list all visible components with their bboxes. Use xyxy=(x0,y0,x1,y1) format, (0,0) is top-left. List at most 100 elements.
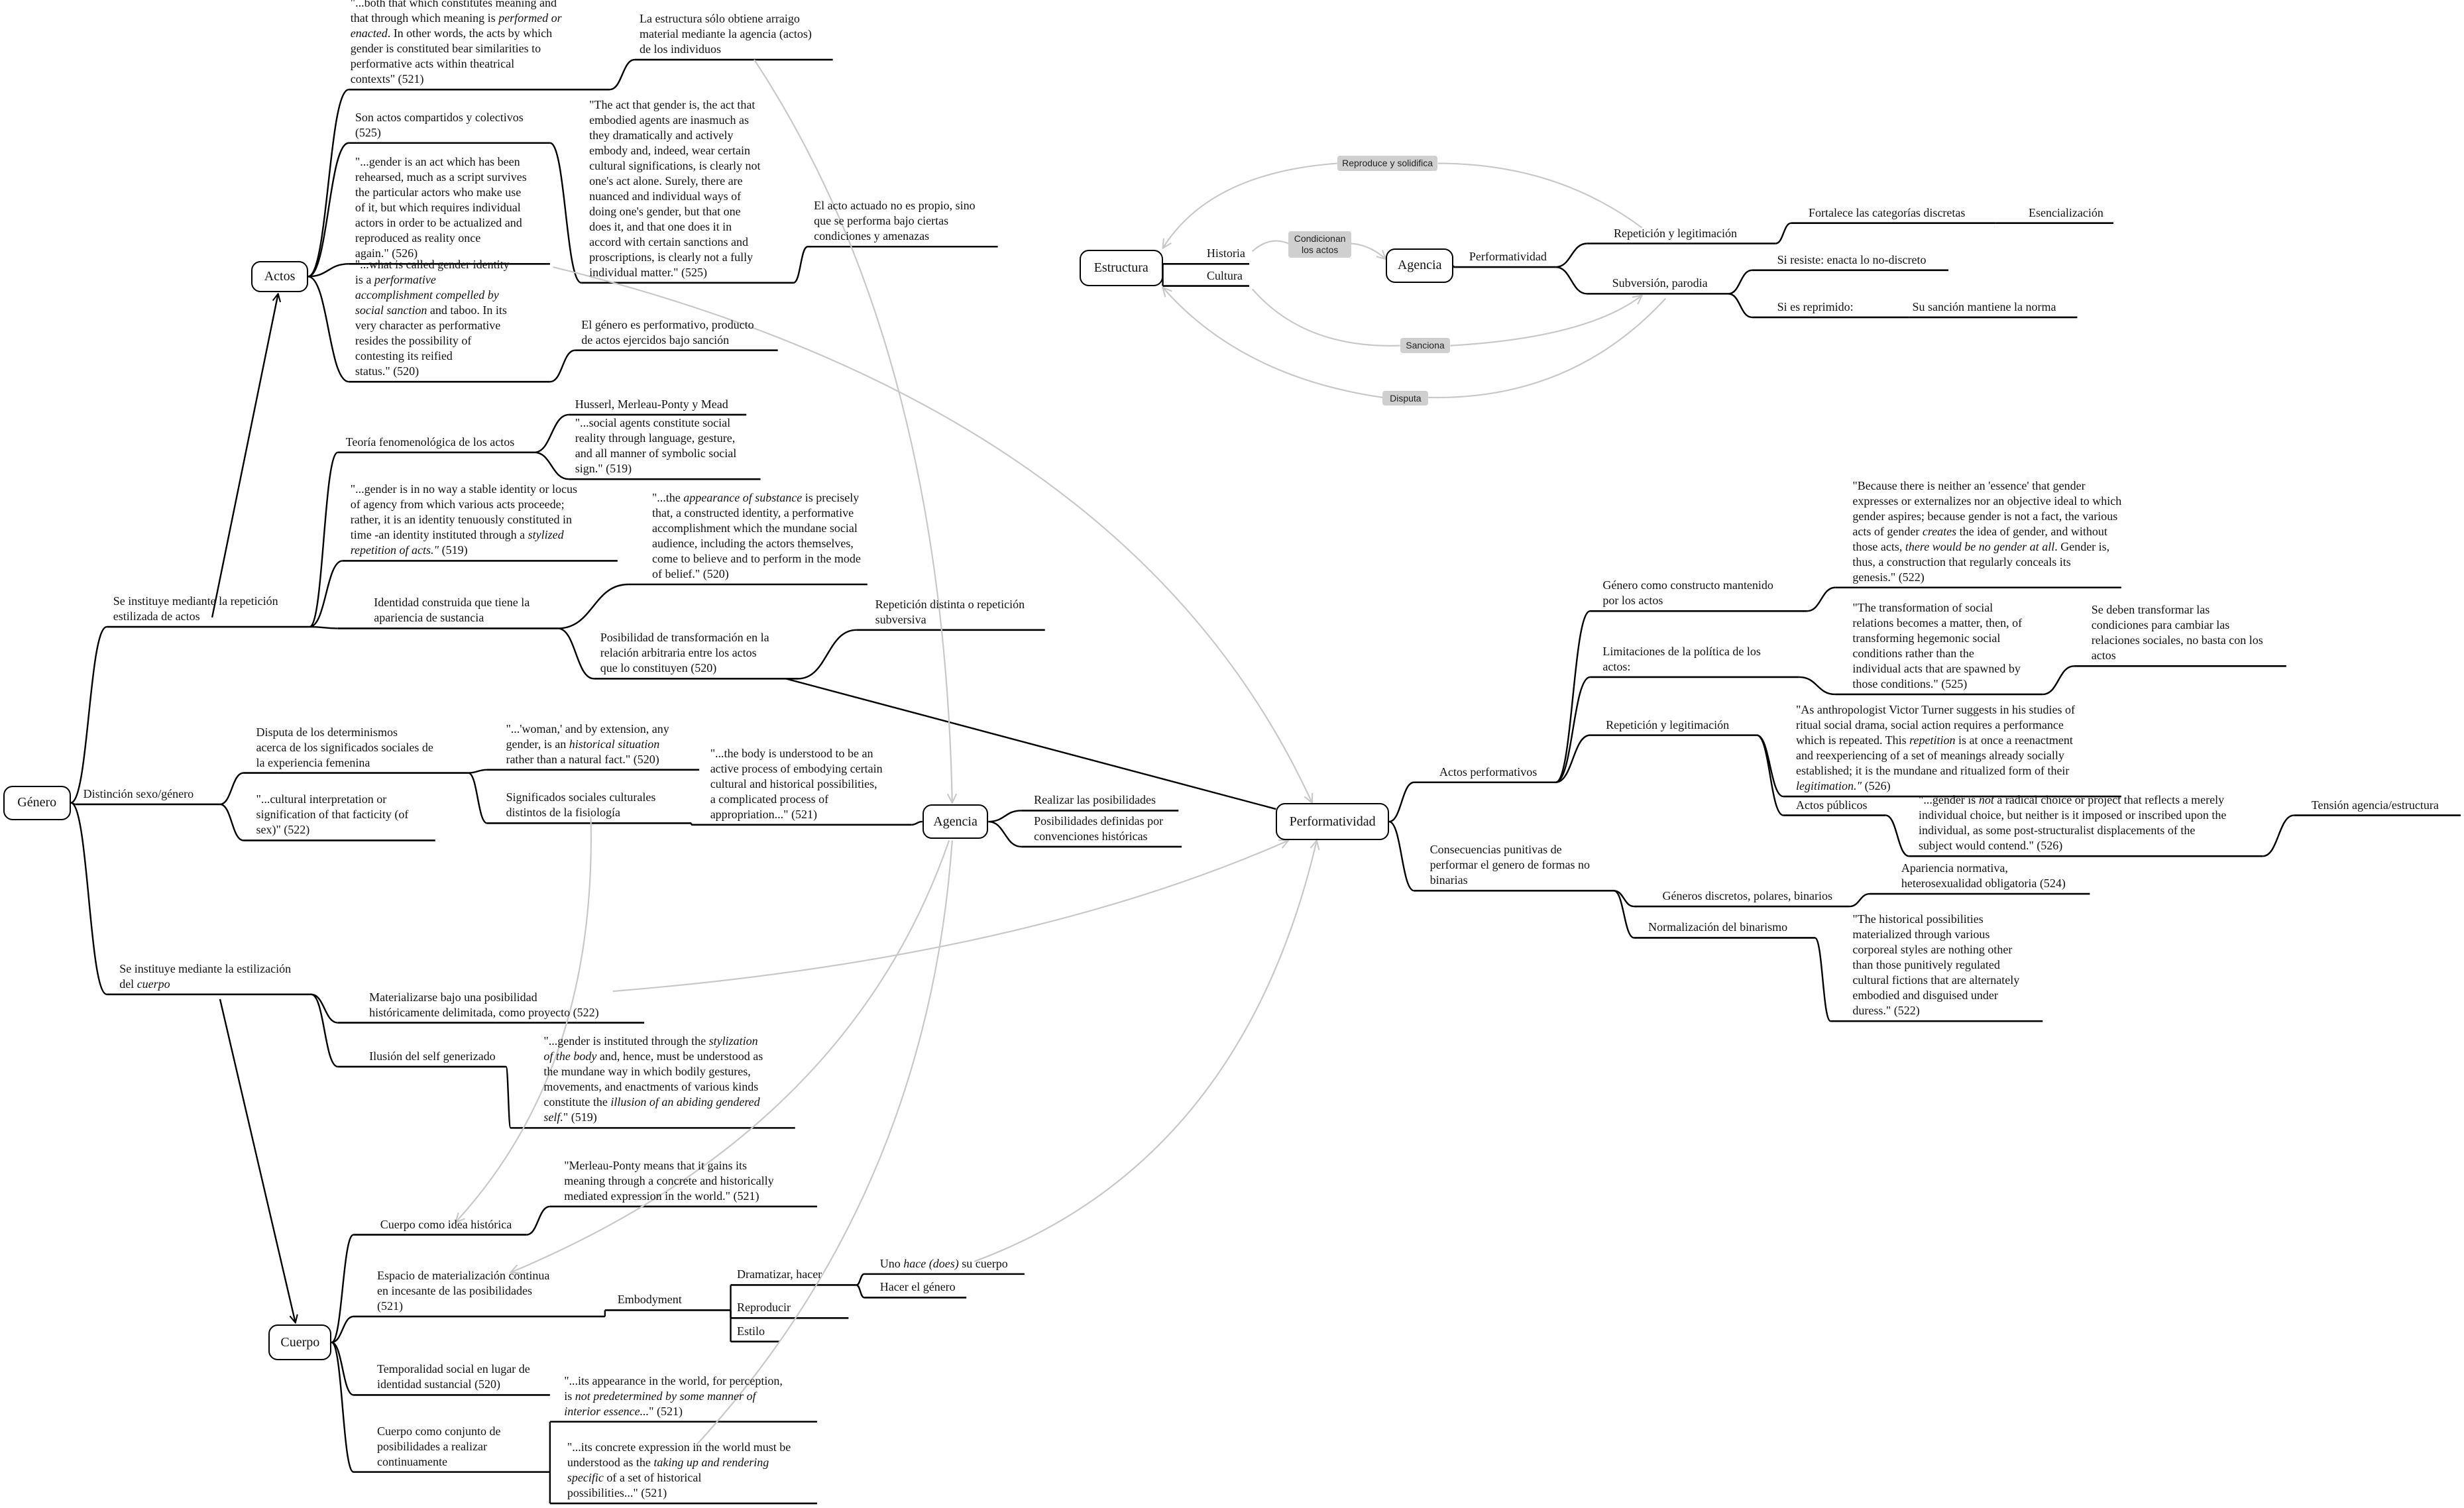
topic-a1c[interactable]: La estructura sólo obtiene arraigo mater… xyxy=(639,12,812,56)
topic-p2[interactable]: Consecuencias punitivas de performar el … xyxy=(1429,843,1591,887)
topic-c1a[interactable]: "Merleau-Ponty means that it gains its m… xyxy=(564,1158,774,1203)
branch-cuerpo-c4 xyxy=(331,1341,355,1473)
topic-a4[interactable]: "...what is called gender identity is a … xyxy=(355,258,510,378)
topic-a4c[interactable]: El género es performativo, producto de a… xyxy=(581,317,754,347)
topic-p2b[interactable]: Normalización del binarismo xyxy=(1648,920,1788,934)
topic-p1[interactable]: Actos performativos xyxy=(1439,765,1538,779)
branch-p1c-p1c1 xyxy=(1756,734,1784,798)
topic-p1c2[interactable]: Actos públicos xyxy=(1796,798,1868,812)
central-topic-actos[interactable]: Actos xyxy=(251,260,308,292)
central-topic-agencia2[interactable]: Agencia xyxy=(1386,248,1454,283)
branch-r1a-r1a1 xyxy=(1775,222,1792,244)
topic-p2b1[interactable]: "The historical possibilities materializ… xyxy=(1852,912,2020,1018)
topic-a1[interactable]: "...both that which constitutes meaning … xyxy=(350,0,562,86)
topic-c2a[interactable]: Embodyment xyxy=(617,1293,682,1307)
topic-p1c1[interactable]: "As anthropologist Victor Turner suggest… xyxy=(1796,703,2075,793)
topic-a3[interactable]: "...gender is an act which has been rehe… xyxy=(355,155,527,260)
topic-g3a[interactable]: Materializarse bajo una posibilidad hist… xyxy=(369,990,599,1019)
branch-r1b-r1b2 xyxy=(1728,293,1752,319)
relationship-label-sanciona[interactable]: Sanciona xyxy=(1400,337,1451,354)
central-topic-estructura[interactable]: Estructura xyxy=(1079,249,1163,286)
topic-c4[interactable]: Cuerpo como conjunto de posibilidades a … xyxy=(377,1424,501,1468)
emphasis: stylized repetition of acts." xyxy=(350,528,564,557)
topic-p1b1a[interactable]: Se deben transformar las condiciones par… xyxy=(2091,603,2263,663)
topic-c2a1[interactable]: Dramatizar, hacer xyxy=(736,1267,822,1281)
relation-repeticion-reproduce xyxy=(1437,162,1643,229)
central-topic-agencia[interactable]: Agencia xyxy=(922,804,989,839)
topic-ag2[interactable]: Posibilidades definidas por convenciones… xyxy=(1034,814,1164,843)
branch-a2c-a2cc xyxy=(793,246,809,284)
central-topic-genero[interactable]: Género xyxy=(3,785,71,820)
topic-g2a2[interactable]: Significados sociales culturales distint… xyxy=(506,790,656,820)
topic-r1b2[interactable]: Si es reprimido: xyxy=(1777,299,1854,313)
topic-c2[interactable]: Espacio de materialización continua en i… xyxy=(377,1268,550,1313)
topic-a2c[interactable]: "The act that gender is, the act that em… xyxy=(589,97,761,279)
topic-c4b[interactable]: "...its concrete expression in the world… xyxy=(567,1440,791,1500)
topic-e2[interactable]: Cultura xyxy=(1206,268,1243,282)
relationship-label-reproduce[interactable]: Reproduce y solidifica xyxy=(1337,155,1438,172)
topic-c2a3[interactable]: Estilo xyxy=(736,1324,765,1338)
branch-r1-r1b xyxy=(1555,266,1587,295)
branch-p1a-p1a1 xyxy=(1807,586,1836,612)
topic-t1b[interactable]: "...social agents constitute social real… xyxy=(575,416,737,476)
topic-c2a1b[interactable]: Hacer el género xyxy=(879,1280,956,1294)
relationship-label-condicionan[interactable]: Condicionan los actos xyxy=(1288,231,1352,258)
topic-c4a[interactable]: "...its appearance in the world, for per… xyxy=(564,1373,783,1418)
topic-g1c1[interactable]: "...the appearance of substance is preci… xyxy=(651,491,861,580)
topic-c1[interactable]: Cuerpo como idea histórica xyxy=(380,1217,512,1231)
relation-agencia-espacio xyxy=(511,840,950,1272)
topic-g2b[interactable]: "...cultural interpretation or significa… xyxy=(256,792,409,837)
topic-p1c[interactable]: Repetición y legitimación xyxy=(1606,718,1730,731)
topic-g3b[interactable]: Ilusión del self generizado xyxy=(369,1049,496,1063)
topic-r1a[interactable]: Repetición y legitimación xyxy=(1614,226,1737,240)
topic-g2a2a[interactable]: "...the body is understood to be an acti… xyxy=(710,746,883,821)
topic-r1b[interactable]: Subversión, parodia xyxy=(1612,276,1708,290)
topic-c2a1a[interactable]: Uno hace (does) su cuerpo xyxy=(879,1256,1008,1270)
central-topic-performatividad[interactable]: Performatividad xyxy=(1276,802,1389,841)
topic-c3[interactable]: Temporalidad social en lugar de identida… xyxy=(377,1362,530,1391)
relation-transformacion-performatividad xyxy=(785,678,1276,810)
topic-a2[interactable]: Son actos compartidos y colectivos (525) xyxy=(355,110,524,139)
topic-g1[interactable]: Se instituye mediante la repetición esti… xyxy=(113,594,278,623)
topic-e1[interactable]: Historia xyxy=(1206,246,1245,260)
topic-g2a1[interactable]: "...'woman,' and by extension, any gende… xyxy=(506,722,669,766)
relation-condicionan-agencia xyxy=(1351,242,1386,260)
topic-r1[interactable]: Performatividad xyxy=(1469,250,1547,264)
topic-p1b[interactable]: Limitaciones de la política de los actos… xyxy=(1602,644,1761,673)
topic-g1c[interactable]: Identidad construida que tiene la aparie… xyxy=(374,596,530,625)
branch-genero-g3 xyxy=(70,802,107,996)
topic-g2[interactable]: Distinción sexo/género xyxy=(83,786,194,800)
topic-p1c2a[interactable]: "...gender is not a radical choice or pr… xyxy=(1918,793,2227,853)
relationship-label-disputa[interactable]: Disputa xyxy=(1382,391,1429,405)
topic-p1b1[interactable]: "The transformation of social relations … xyxy=(1852,600,2023,690)
topic-ag1[interactable]: Realizar las posibilidades xyxy=(1034,793,1156,807)
topic-r1b2a[interactable]: Su sanción mantiene la norma xyxy=(1912,299,2056,313)
topic-g1b[interactable]: "...gender is in no way a stable identit… xyxy=(350,482,577,557)
topic-g1c2a[interactable]: Repetición distinta o repetición subvers… xyxy=(875,597,1025,626)
topic-a2cc[interactable]: El acto actuado no es propio, sino que s… xyxy=(814,199,976,243)
emphasis: legitimation." xyxy=(1796,779,1862,793)
topic-p1c2a1[interactable]: Tensión agencia/estructura xyxy=(2311,798,2439,812)
relation-estructura-agencia xyxy=(754,59,952,802)
branch-cuerpo-c2 xyxy=(331,1315,354,1344)
topic-r1a1[interactable]: Fortalece las categorías discretas xyxy=(1809,205,1966,219)
topic-t1a[interactable]: Husserl, Merleau-Ponty y Mead xyxy=(575,397,728,411)
topic-c2a2[interactable]: Reproducir xyxy=(736,1301,791,1315)
topic-g3b1[interactable]: "...gender is instituted through the sty… xyxy=(543,1034,763,1124)
topic-p1a1[interactable]: "Because there is neither an 'essence' t… xyxy=(1852,478,2122,584)
topic-r1b1[interactable]: Si resiste: enacta lo no-discreto xyxy=(1777,252,1927,266)
central-topic-cuerpo[interactable]: Cuerpo xyxy=(268,1324,332,1361)
branch-c2a1-c2a1a xyxy=(856,1273,865,1286)
branch-g3-g3b xyxy=(311,993,339,1068)
topic-p1a[interactable]: Género como constructo mantenido por los… xyxy=(1602,578,1773,608)
topic-g2a[interactable]: Disputa de los determinismos acerca de l… xyxy=(256,725,433,769)
topic-r1a1a[interactable]: Esencialización xyxy=(2028,205,2103,219)
topic-g1c2[interactable]: Posibilidad de transformación en la rela… xyxy=(600,631,769,675)
topic-t1[interactable]: Teoría fenomenológica de los actos xyxy=(345,435,515,449)
relation-estilizacion-cuerpo xyxy=(219,998,296,1322)
branch-p1-p1c xyxy=(1555,734,1591,783)
branch-c2a1-c2a1b xyxy=(856,1284,865,1299)
topic-g3[interactable]: Se instituye mediante la estilización de… xyxy=(119,961,292,991)
topic-p2a[interactable]: Géneros discretos, polares, binarios xyxy=(1662,889,1832,903)
topic-p2a1[interactable]: Apariencia normativa, heterosexualidad o… xyxy=(1901,861,2066,890)
